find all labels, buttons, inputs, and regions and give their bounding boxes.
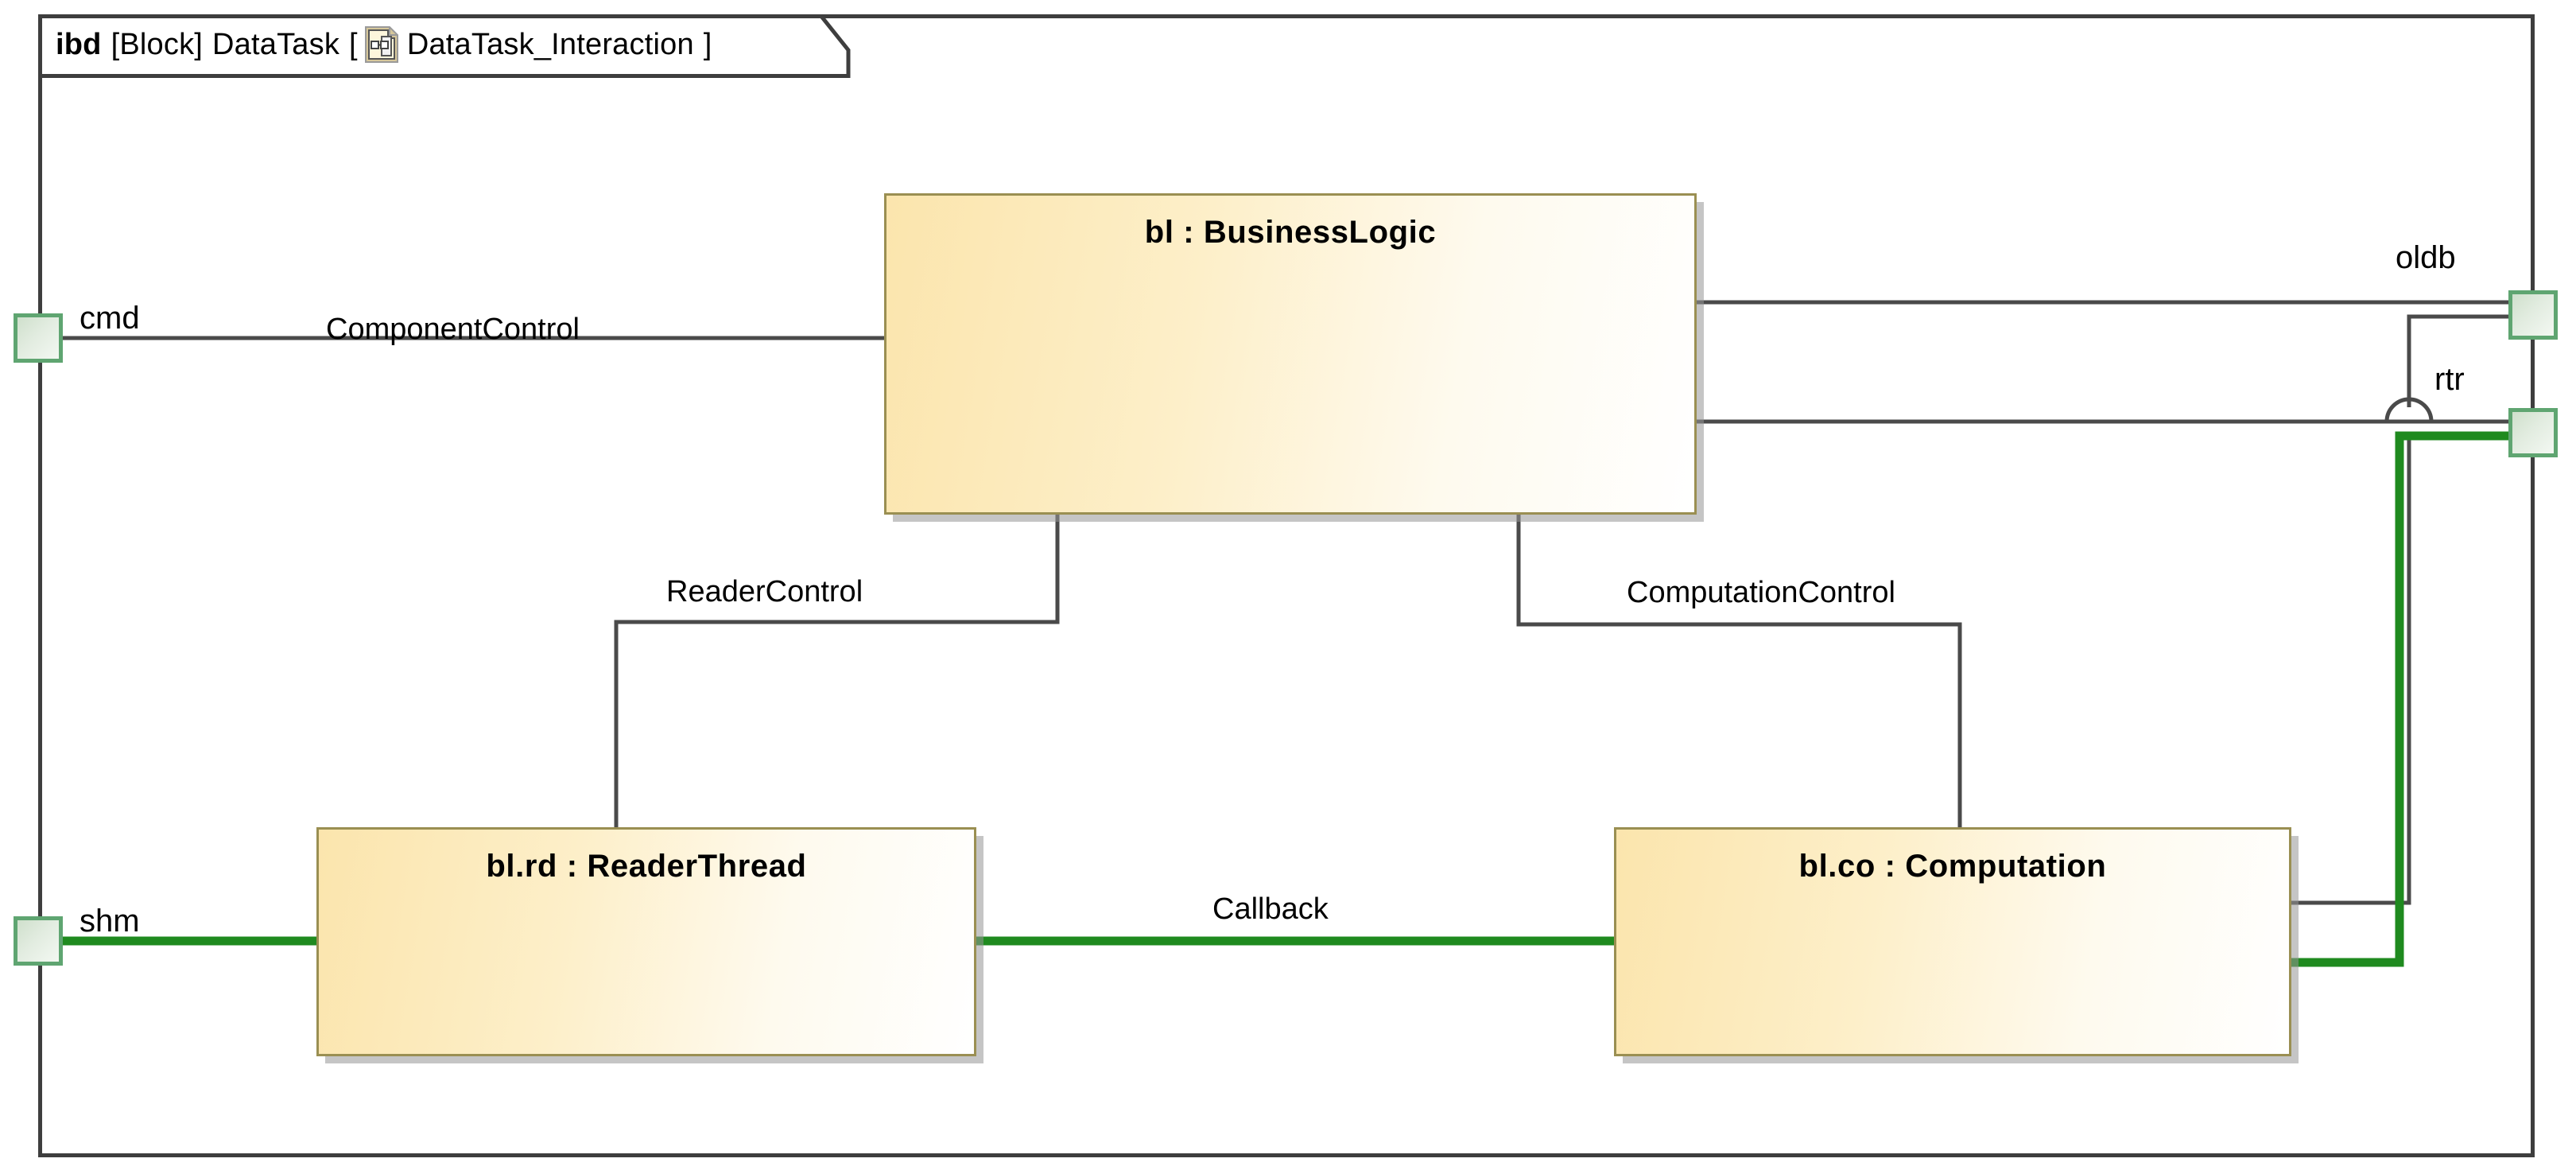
port-shm-label: shm: [80, 904, 140, 939]
diagram-title-tab: ibd [Block] DataTask [ DataTask_Interact…: [38, 14, 851, 78]
diagram-frame: [38, 14, 2535, 1157]
block-computation-title: bl.co : Computation: [1798, 849, 2107, 884]
connector-readercontrol[interactable]: [614, 513, 1060, 827]
connector-computationcontrol-label: ComputationControl: [1627, 576, 1895, 609]
block-readerthread[interactable]: bl.rd : ReaderThread: [316, 827, 976, 1056]
diagram-name: DataTask_Interaction: [406, 27, 694, 61]
port-oldb-label: oldb: [2396, 240, 2456, 275]
block-businesslogic-title: bl : BusinessLogic: [1144, 215, 1437, 250]
connector-callback-label: Callback: [1212, 892, 1329, 926]
connector-line-hop: [2384, 397, 2434, 422]
connector-componentcontrol-label: ComponentControl: [326, 313, 580, 346]
diagram-block-name: DataTask: [212, 27, 340, 61]
port-rtr[interactable]: [2508, 408, 2558, 457]
diagram-bracket-open: [: [349, 27, 358, 61]
port-cmd[interactable]: [14, 313, 63, 363]
block-businesslogic[interactable]: bl : BusinessLogic: [884, 193, 1697, 515]
ibd-diagram-icon: [364, 25, 399, 64]
connector-computationcontrol[interactable]: [1516, 513, 1962, 827]
connector-readercontrol-label: ReaderControl: [666, 575, 863, 608]
block-readerthread-title: bl.rd : ReaderThread: [486, 849, 807, 884]
port-rtr-label: rtr: [2434, 362, 2465, 397]
block-computation[interactable]: bl.co : Computation: [1614, 827, 2291, 1056]
diagram-kind-keyword: ibd: [56, 27, 102, 61]
port-cmd-label: cmd: [80, 301, 140, 336]
connector-rtr-computation[interactable]: [2290, 431, 2512, 967]
diagram-stereotype: [Block]: [111, 27, 204, 61]
connector-oldb-computation[interactable]: [2290, 314, 2510, 905]
port-oldb[interactable]: [2508, 290, 2558, 340]
diagram-bracket-close: ]: [703, 27, 712, 61]
port-shm[interactable]: [14, 916, 63, 966]
